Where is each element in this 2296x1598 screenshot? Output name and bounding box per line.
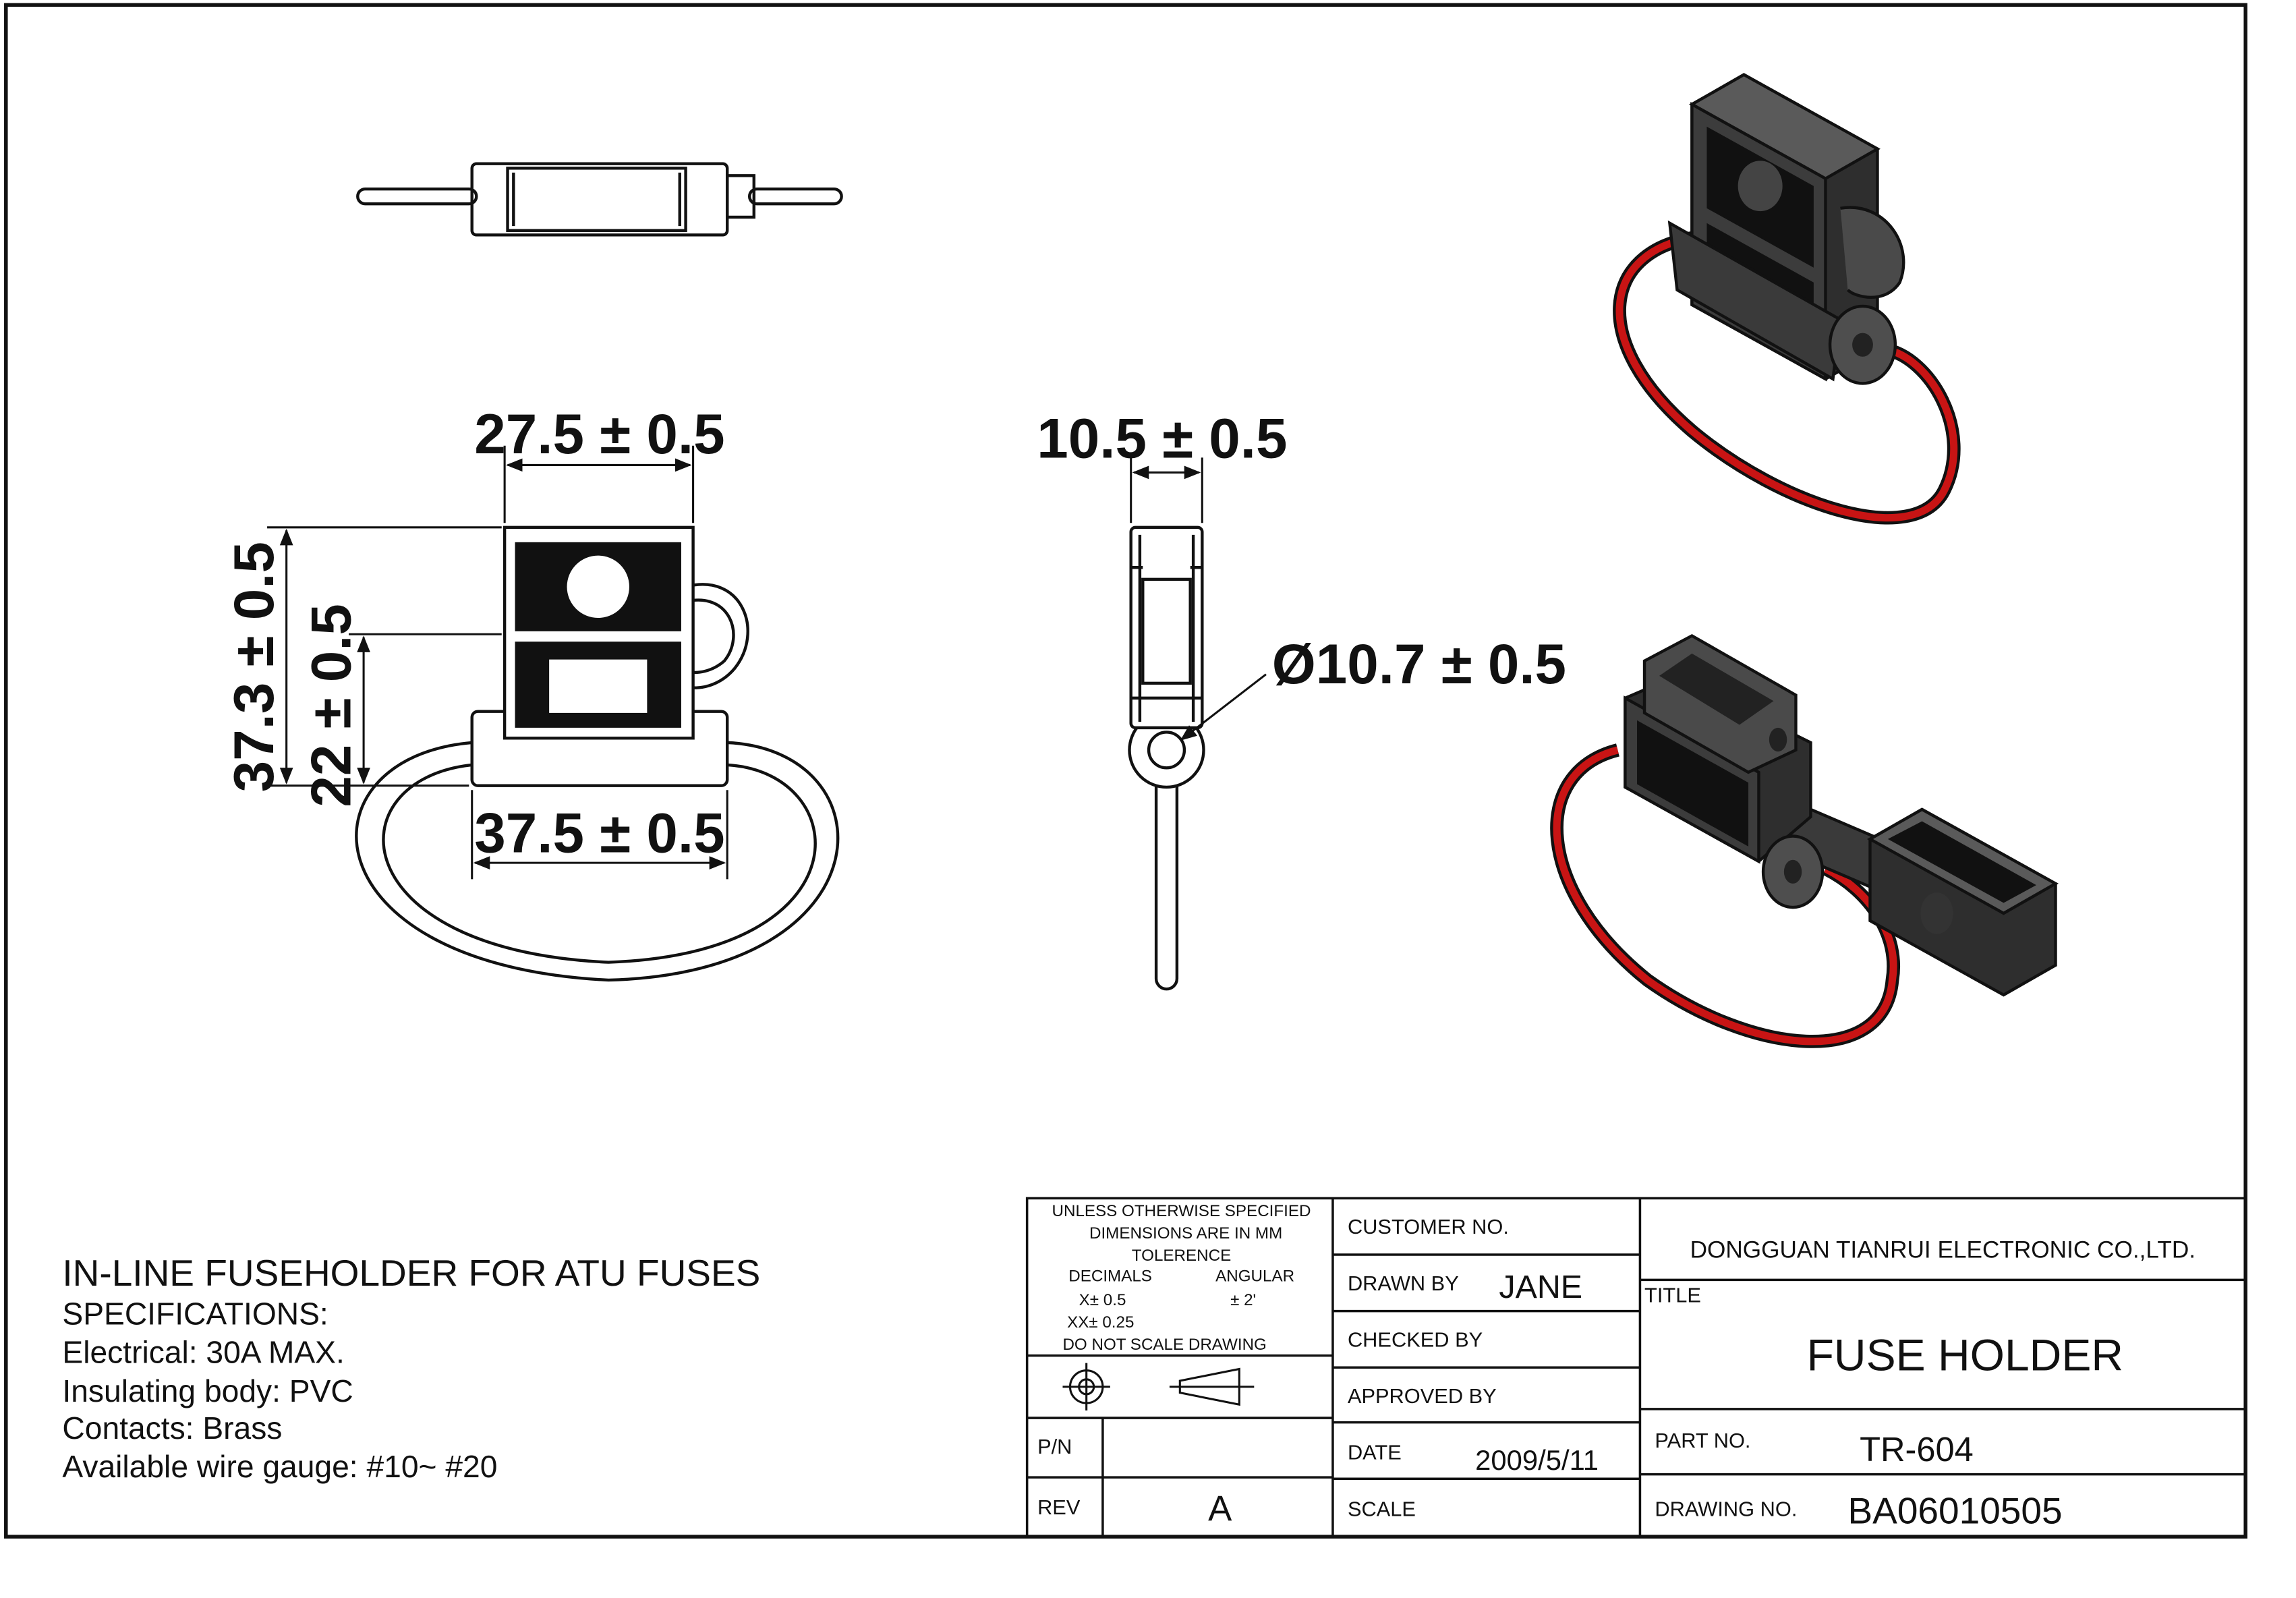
front-dimensions bbox=[267, 445, 728, 880]
x-tolerance: X± 0.5 bbox=[1079, 1291, 1126, 1309]
customer-no-label: CUSTOMER NO. bbox=[1348, 1215, 1509, 1238]
iso-view-closed bbox=[1613, 73, 1961, 525]
part-no-label: PART NO. bbox=[1655, 1429, 1750, 1452]
approved-by-label: APPROVED BY bbox=[1348, 1384, 1497, 1408]
drawn-by-label: DRAWN BY bbox=[1348, 1272, 1459, 1295]
tolerance-line-1: UNLESS OTHERWISE SPECIFIED bbox=[1052, 1202, 1311, 1220]
pn-label: P/N bbox=[1037, 1435, 1072, 1458]
dim-side-thickness: 10.5 ± 0.5 bbox=[1037, 406, 1287, 469]
dim-overall-height: 37.3 ± 0.5 bbox=[222, 542, 285, 792]
spec-line-wire-gauge: Available wire gauge: #10~ #20 bbox=[62, 1449, 497, 1484]
checked-by-label: CHECKED BY bbox=[1348, 1328, 1483, 1351]
scale-label: SCALE bbox=[1348, 1497, 1416, 1520]
title-block-grid bbox=[1025, 1197, 2247, 1538]
spec-line-electrical: Electrical: 30A MAX. bbox=[62, 1335, 344, 1370]
angular-tolerance: ± 2' bbox=[1230, 1291, 1256, 1309]
spec-line-contacts: Contacts: Brass bbox=[62, 1410, 282, 1446]
rev-value: A bbox=[1208, 1489, 1232, 1529]
title-label: TITLE bbox=[1644, 1283, 1701, 1307]
company-name: DONGGUAN TIANRUI ELECTRONIC CO.,LTD. bbox=[1690, 1236, 2195, 1263]
drawing-title: FUSE HOLDER bbox=[1807, 1330, 2123, 1380]
dim-top-width: 27.5 ± 0.5 bbox=[474, 402, 724, 465]
date-label: DATE bbox=[1348, 1441, 1402, 1464]
top-view bbox=[356, 162, 843, 237]
drawn-by-value: JANE bbox=[1499, 1269, 1582, 1305]
rev-label: REV bbox=[1037, 1495, 1081, 1519]
xx-tolerance: XX± 0.25 bbox=[1067, 1313, 1134, 1332]
spec-line-insulation: Insulating body: PVC bbox=[62, 1373, 353, 1408]
decimals-label: DECIMALS bbox=[1068, 1267, 1152, 1286]
tolerance-line-2: DIMENSIONS ARE IN MM bbox=[1089, 1224, 1282, 1243]
do-not-scale-note: DO NOT SCALE DRAWING bbox=[1062, 1336, 1266, 1354]
drawing-no-label: DRAWING NO. bbox=[1655, 1497, 1797, 1520]
dim-base-width: 37.5 ± 0.5 bbox=[474, 801, 724, 865]
part-no-value: TR-604 bbox=[1860, 1430, 1974, 1468]
side-dimensions bbox=[1130, 457, 1267, 741]
angular-label: ANGULAR bbox=[1215, 1267, 1294, 1286]
tolerance-line-3: TOLERENCE bbox=[1132, 1247, 1231, 1265]
dim-inner-height: 22 ± 0.5 bbox=[299, 604, 362, 807]
spec-heading: SPECIFICATIONS: bbox=[62, 1296, 328, 1331]
dim-wire-diameter: Ø10.7 ± 0.5 bbox=[1272, 632, 1566, 695]
drawing-no-value: BA06010505 bbox=[1847, 1489, 2062, 1531]
projection-symbol bbox=[1062, 1363, 1255, 1411]
front-view bbox=[355, 525, 840, 982]
side-view bbox=[1128, 525, 1205, 991]
iso-view-open bbox=[1550, 633, 2059, 1048]
date-value: 2009/5/11 bbox=[1475, 1444, 1599, 1476]
spec-title: IN-LINE FUSEHOLDER FOR ATU FUSES bbox=[62, 1252, 760, 1294]
